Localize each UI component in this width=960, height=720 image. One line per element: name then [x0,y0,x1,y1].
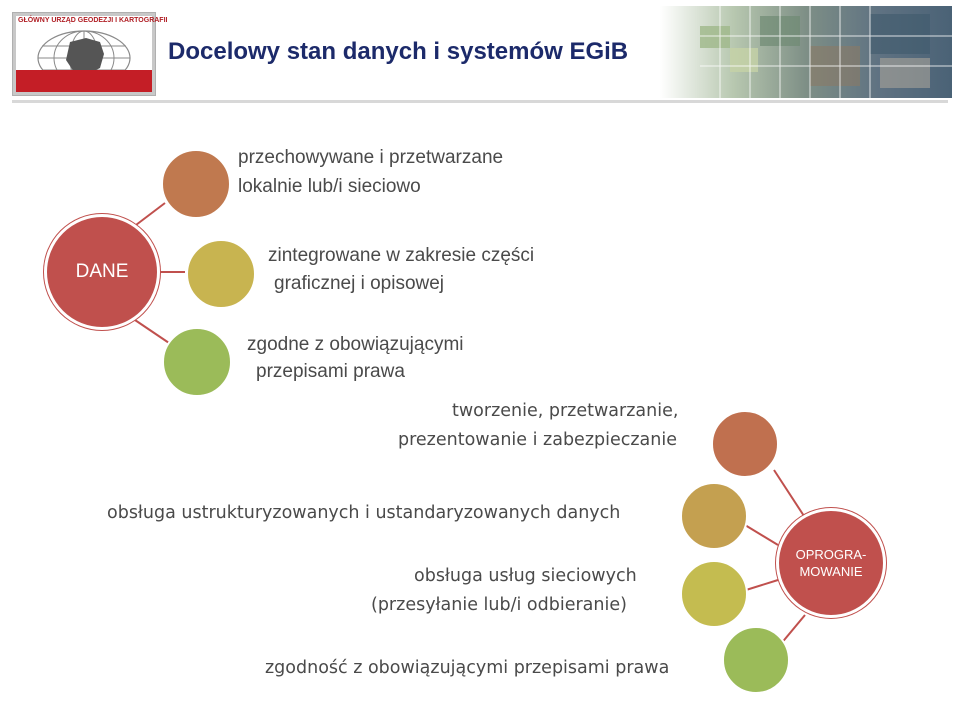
dane-branch-circle-2 [186,239,256,309]
connector-dane-3 [132,318,172,345]
connector-opr-2 [745,525,778,545]
dane-branch-text-3b: przepisami prawa [256,357,405,386]
connector-dane-1 [132,203,165,228]
dane-branch-text-1a: przechowywane i przetwarzane [238,143,503,172]
opr-branch-text-1b: prezentowanie i zabezpieczanie [398,426,677,455]
dane-center-circle: DANE [44,214,160,330]
dane-branch-circle-3 [162,327,232,397]
opr-branch-text-4: zgodność z obowiązującymi przepisami pra… [265,654,669,683]
dane-branch-text-2b: graficznej i opisowej [274,269,444,298]
dane-branch-text-3a: zgodne z obowiązującymi [247,330,464,359]
dane-label: DANE [76,261,129,283]
connector-opr-1 [774,470,804,516]
opr-branch-circle-2 [680,482,748,550]
opr-branch-circle-4 [722,626,790,694]
opr-branch-text-2: obsługa ustrukturyzowanych i ustandaryzo… [107,499,620,528]
opr-branch-circle-3 [680,560,748,628]
dane-branch-text-1b: lokalnie lub/i sieciowo [238,172,421,201]
opr-branch-text-1a: tworzenie, przetwarzanie, [452,397,678,426]
opr-branch-text-3b: (przesyłanie lub/i odbieranie) [371,591,627,620]
oprogramowanie-label: OPROGRA- MOWANIE [796,546,867,580]
connector-opr-3 [746,580,778,590]
dane-branch-circle-1 [161,149,231,219]
dane-branch-text-2a: zintegrowane w zakresie części [268,241,534,270]
opr-branch-circle-1 [711,410,779,478]
oprogramowanie-center-circle: OPROGRA- MOWANIE [776,508,886,618]
opr-branch-text-3a: obsługa usług sieciowych [414,562,637,591]
